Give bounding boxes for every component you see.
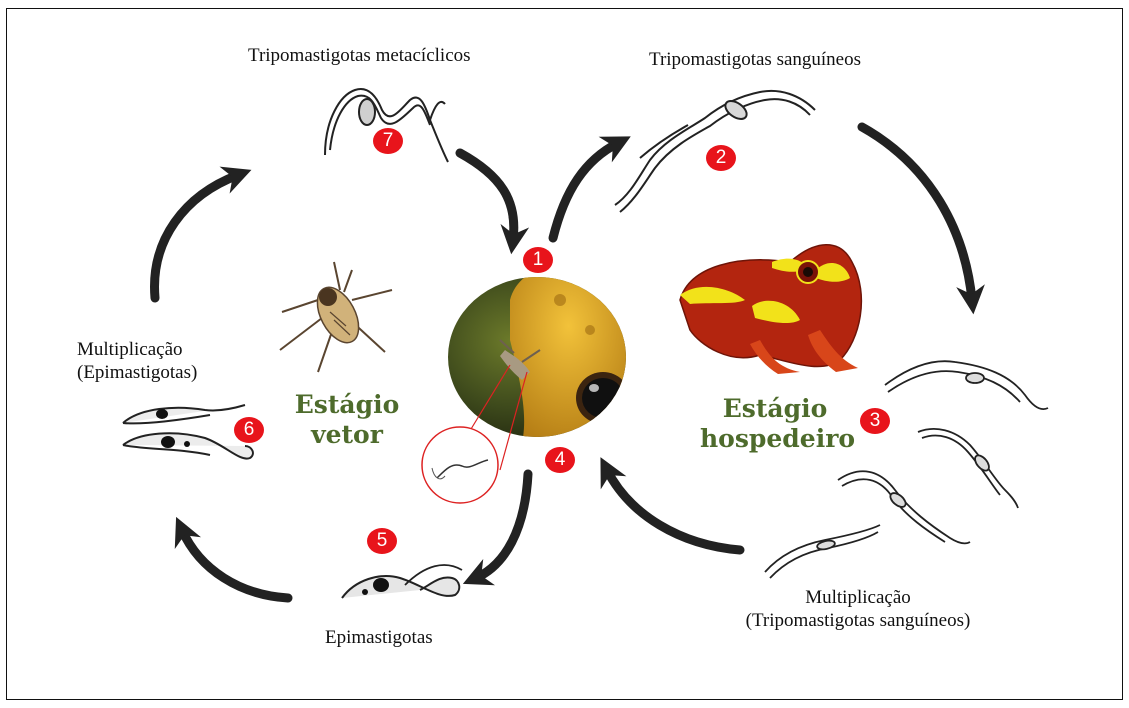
arrow-3-to-4 — [607, 470, 740, 550]
host-stage-line2: hospedeiro — [700, 424, 850, 454]
label-trypomastigote-multiplication: Multiplicação (Tripomastigotas sanguíneo… — [722, 586, 994, 632]
vector-on-host-photo — [448, 259, 640, 450]
arrow-2-to-3 — [862, 127, 972, 300]
host-stage-label: Estágio hospedeiro — [700, 394, 850, 454]
step-badge-3: 3 — [860, 408, 890, 434]
label-epimastigotes: Epimastigotas — [325, 626, 433, 649]
arrow-7-to-1 — [460, 153, 514, 240]
frog-host-image — [680, 245, 861, 374]
step-badge-4: 4 — [545, 447, 575, 473]
label-epimastigote-multiplication: Multiplicação (Epimastigotas) — [77, 338, 197, 384]
arrow-6-to-7 — [155, 175, 238, 298]
label-trypomastigote-multiplication-line2: (Tripomastigotas sanguíneos) — [722, 609, 994, 632]
step-badge-2: 2 — [706, 145, 736, 171]
insect-vector-image — [280, 262, 392, 372]
arrow-1-to-2 — [553, 143, 618, 238]
step-badge-5: 5 — [367, 528, 397, 554]
label-epimastigote-multiplication-line1: Multiplicação — [77, 338, 197, 361]
step-badge-7: 7 — [373, 128, 403, 154]
host-stage-line1: Estágio — [700, 394, 850, 424]
label-epimastigote-multiplication-line2: (Epimastigotas) — [77, 361, 197, 384]
step-badge-1: 1 — [523, 247, 553, 273]
step-badge-6: 6 — [234, 417, 264, 443]
arrow-5-to-6 — [182, 530, 288, 598]
vector-stage-line1: Estágio — [292, 390, 402, 420]
label-trypomastigote-multiplication-line1: Multiplicação — [722, 586, 994, 609]
label-metacyclic-trypomastigotes: Tripomastigotas metacíclicos — [248, 44, 471, 67]
label-blood-trypomastigotes: Tripomastigotas sanguíneos — [649, 48, 861, 71]
vector-stage-line2: vetor — [292, 420, 402, 450]
epimastigote-drawing — [342, 565, 462, 598]
vector-stage-label: Estágio vetor — [292, 390, 402, 450]
